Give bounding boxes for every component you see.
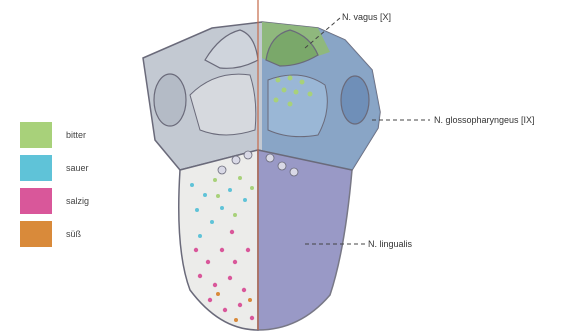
legend-item-bitter: bitter <box>20 122 86 148</box>
legend-item-salzig: salzig <box>20 188 89 214</box>
svg-text:bitter: bitter <box>66 130 86 140</box>
legend-item-suess: süß <box>20 221 82 247</box>
label-n-glossopharyngeus: N. glossopharyngeus [IX] <box>434 115 535 125</box>
svg-text:salzig: salzig <box>66 196 89 206</box>
svg-text:süß: süß <box>66 229 82 239</box>
legend-item-sauer: sauer <box>20 155 89 181</box>
legend: bitter sauer salzig süß <box>20 122 89 247</box>
tongue-root <box>143 22 380 170</box>
top-border <box>0 0 160 8</box>
svg-text:sauer: sauer <box>66 163 89 173</box>
label-n-lingualis: N. lingualis <box>368 239 413 249</box>
label-n-vagus: N. vagus [X] <box>342 12 391 22</box>
